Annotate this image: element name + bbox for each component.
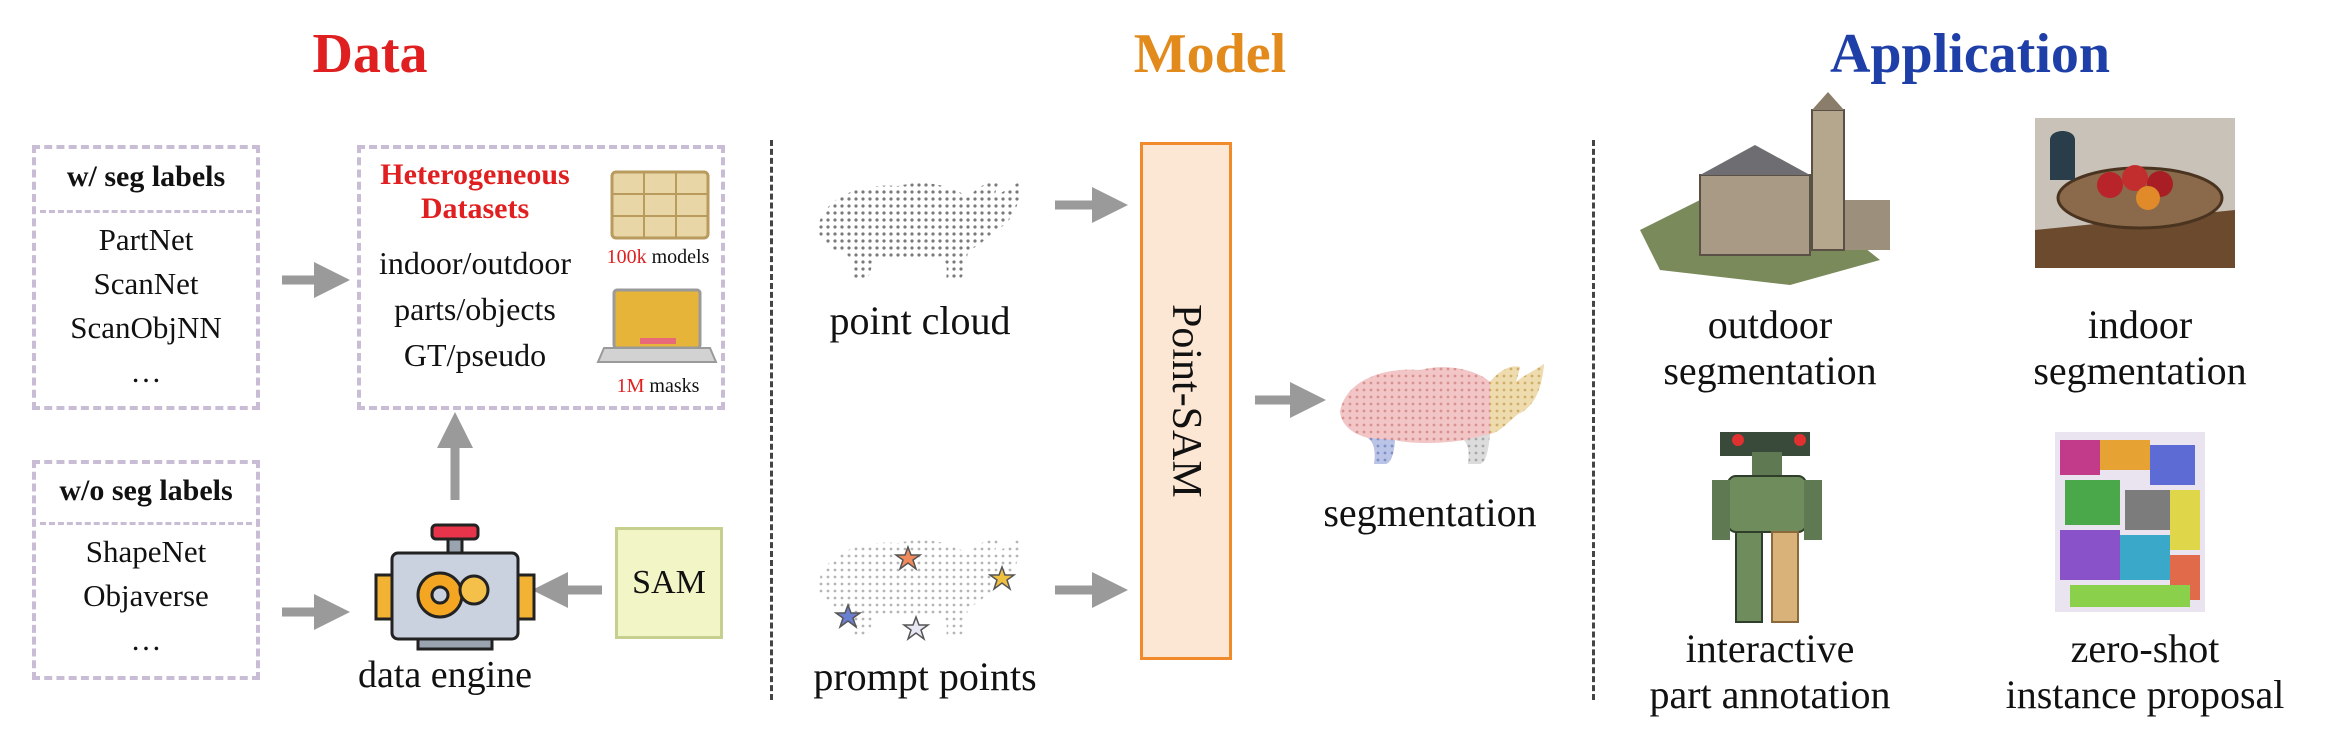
list-item: ScanNet [93, 266, 199, 301]
prompt-points-label: prompt points [813, 654, 1037, 699]
list-item: GT/pseudo [403, 337, 547, 373]
list-item: Objaverse [83, 578, 209, 613]
sam-box: SAM [615, 527, 723, 639]
heterogeneous-list: indoor/outdoor parts/objects GT/pseudo [362, 240, 588, 378]
robot-icon [1712, 432, 1822, 623]
heterogeneous-datasets-box [357, 145, 725, 410]
star-marker [987, 564, 1017, 592]
without-labels-box [32, 460, 260, 680]
star-marker [901, 614, 931, 642]
prompt-points-rhino [818, 537, 1022, 642]
segmentation-output-label: segmentation [1323, 490, 1537, 535]
with-labels-divider [40, 210, 252, 213]
with-labels-list: PartNet ScanNet ScanObjNN … [36, 218, 256, 394]
point-cloud-rhino [818, 180, 1022, 280]
star-marker [893, 544, 923, 572]
interactive-line2: part annotation [1649, 672, 1891, 717]
heterogeneous-title-line2: Datasets [420, 192, 530, 225]
without-labels-header: w/o seg labels [59, 474, 233, 507]
outdoor-line1: outdoor [1707, 302, 1833, 347]
laptop-icon [596, 288, 718, 363]
list-item: PartNet [98, 222, 194, 257]
models-count: 100k [606, 246, 647, 268]
data-section-title: Data [312, 23, 428, 85]
sam-label: SAM [632, 564, 706, 601]
zero-shot-proposal-label: zero-shot instance proposal [1980, 626, 2310, 718]
heterogeneous-title-line1: Heterogeneous [380, 158, 570, 191]
zero-shot-line1: zero-shot [2070, 626, 2220, 671]
models-caption: 100k models [593, 246, 723, 269]
interactive-line1: interactive [1685, 626, 1855, 671]
instance-proposal-icon [2055, 432, 2205, 612]
with-labels-header: w/ seg labels [66, 160, 226, 193]
list-item: indoor/outdoor [379, 245, 571, 281]
point-sam-label: Point-SAM [1163, 304, 1209, 498]
application-section-title: Application [1829, 23, 2111, 85]
outdoor-segmentation-label: outdoor segmentation [1620, 302, 1920, 394]
star-marker [833, 602, 863, 630]
separator-right [1592, 140, 1595, 700]
point-sam-box: Point-SAM [1140, 142, 1232, 660]
without-labels-list: ShapeNet Objaverse … [36, 530, 256, 662]
point-cloud-label: point cloud [829, 298, 1011, 343]
models-label: models [651, 246, 710, 268]
indoor-line2: segmentation [2033, 348, 2247, 393]
indoor-segmentation-label: indoor segmentation [1990, 302, 2290, 394]
list-item: ShapeNet [85, 534, 207, 569]
list-item: … [130, 354, 162, 389]
heterogeneous-title: Heterogeneous Datasets [360, 158, 590, 226]
cabinet-icon [610, 170, 710, 240]
masks-label: masks [649, 375, 700, 397]
list-item: parts/objects [394, 291, 556, 327]
segmented-rhino [1340, 364, 1544, 464]
indoor-line1: indoor [2087, 302, 2193, 347]
list-item: … [130, 622, 162, 657]
masks-count: 1M [616, 375, 645, 397]
model-section-title: Model [1133, 23, 1287, 85]
without-labels-divider [40, 522, 252, 525]
interactive-annotation-label: interactive part annotation [1620, 626, 1920, 718]
indoor-scene-icon [2035, 118, 2235, 268]
zero-shot-line2: instance proposal [2005, 672, 2285, 717]
list-item: ScanObjNN [70, 310, 222, 345]
engine-icon [374, 523, 536, 651]
data-engine-label: data engine [357, 654, 533, 696]
outdoor-scene-icon [1640, 92, 1890, 285]
outdoor-line2: segmentation [1663, 348, 1877, 393]
masks-caption: 1M masks [593, 375, 723, 398]
with-labels-box [32, 145, 260, 410]
separator-left [770, 140, 773, 700]
